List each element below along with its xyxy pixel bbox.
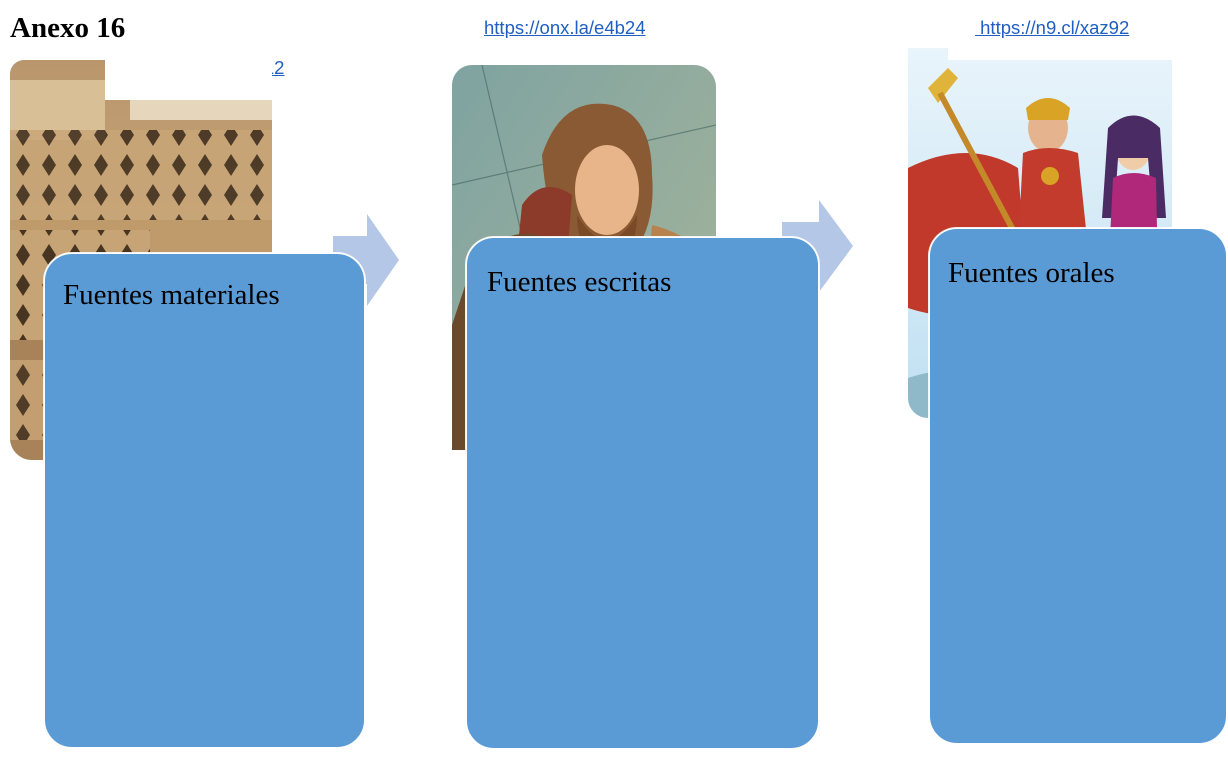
material-sources-label: Fuentes materiales [63, 279, 280, 311]
source-link-oral[interactable]: https://n9.cl/xaz92 [975, 17, 1130, 38]
written-sources-label: Fuentes escritas [487, 266, 672, 298]
page-title: Anexo 16 [10, 12, 126, 44]
source-link-writing[interactable]: https://onx.la/e4b24 [484, 17, 646, 38]
written-sources-card [466, 237, 819, 749]
oral-sources-card [929, 228, 1227, 744]
oral-sources-label: Fuentes orales [948, 257, 1115, 289]
material-sources-card [44, 253, 365, 748]
